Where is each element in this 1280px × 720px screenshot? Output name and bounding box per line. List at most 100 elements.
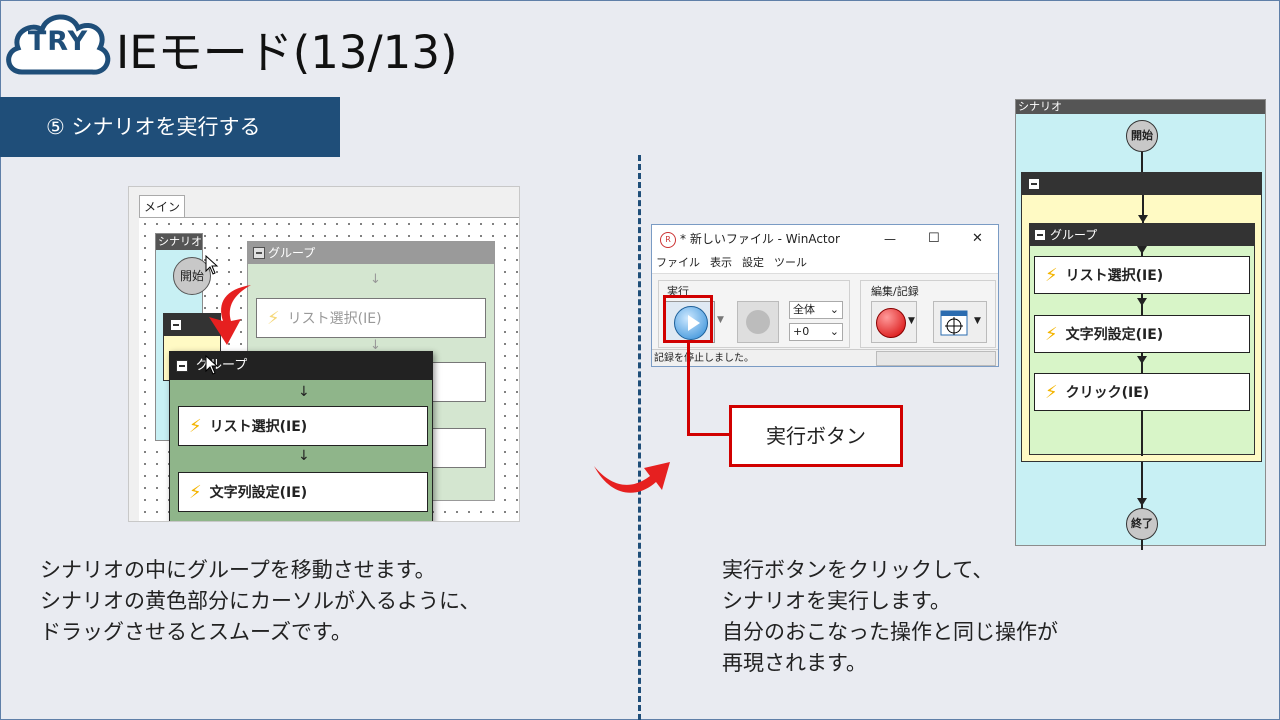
desc-line: 再現されます。 bbox=[722, 651, 867, 675]
run-button-highlight bbox=[663, 295, 713, 343]
stop-icon bbox=[746, 310, 770, 334]
desc-line: シナリオの中にグループを移動させます。 bbox=[40, 558, 436, 582]
inner-group[interactable]: グループ ⚡ リスト選択(IE) ⚡ 文字列設定(IE) ⚡ クリック(IE) bbox=[1029, 223, 1255, 456]
drag-screenshot: メイン シナリオ 開始 グループ ↓ ⚡ リスト選択(IE) ↓ グループ ↓ … bbox=[128, 186, 520, 522]
window-titlebar: R * 新しいファイル - WinActor — ☐ ✕ bbox=[652, 225, 998, 253]
menu-tools[interactable]: ツール bbox=[774, 256, 807, 269]
menu-file[interactable]: ファイル bbox=[656, 256, 700, 269]
click-node[interactable]: ⚡ クリック(IE) bbox=[1034, 373, 1250, 411]
scope-select[interactable]: 全体⌄ bbox=[789, 301, 843, 319]
lightning-icon: ⚡ bbox=[189, 415, 202, 437]
end-node[interactable]: 終了 bbox=[1126, 508, 1158, 540]
node-label: リスト選択(IE) bbox=[287, 311, 382, 327]
lightning-icon: ⚡ bbox=[267, 307, 280, 329]
down-arrow-icon: ↓ bbox=[298, 448, 310, 464]
desc-line: 実行ボタンをクリックして、 bbox=[722, 558, 994, 582]
play-triangle bbox=[688, 315, 700, 331]
dropdown-arrow-icon[interactable]: ▼ bbox=[717, 315, 724, 325]
list-select-node[interactable]: ⚡ リスト選択(IE) bbox=[1034, 256, 1250, 294]
collapse-icon bbox=[253, 247, 265, 259]
window-title: * 新しいファイル - WinActor bbox=[680, 232, 840, 246]
scenario-label: シナリオ bbox=[1016, 100, 1265, 114]
edit-group-label: 編集/記録 bbox=[871, 285, 919, 298]
inner-group-header: グループ bbox=[1030, 224, 1254, 246]
list-select-node[interactable]: ⚡ リスト選択(IE) bbox=[178, 406, 428, 446]
curved-arrow-icon bbox=[594, 462, 670, 493]
dropdown-arrow-icon: ▼ bbox=[908, 316, 915, 326]
start-node[interactable]: 開始 bbox=[173, 257, 211, 295]
outer-group[interactable]: グループ ⚡ リスト選択(IE) ⚡ 文字列設定(IE) ⚡ クリック(IE) bbox=[1021, 172, 1262, 462]
callout-connector bbox=[687, 433, 731, 436]
callout-connector bbox=[687, 343, 690, 435]
left-description: シナリオの中にグループを移動させます。 シナリオの黄色部分にカーソルが入るように… bbox=[40, 555, 480, 648]
collapse-icon[interactable] bbox=[1028, 178, 1040, 190]
arrowhead bbox=[1138, 215, 1148, 223]
step-banner: ⑤ シナリオを実行する bbox=[0, 97, 340, 157]
cloud-badge-icon bbox=[6, 14, 111, 75]
play-icon bbox=[674, 306, 708, 340]
status-bar: 記録を停止しました。 bbox=[652, 349, 998, 366]
start-node[interactable]: 開始 bbox=[1126, 120, 1158, 152]
down-arrow-icon: ↓ bbox=[298, 384, 310, 400]
node-label: 文字列設定(IE) bbox=[1065, 327, 1164, 343]
offset-select[interactable]: +0⌄ bbox=[789, 323, 843, 341]
node-label: クリック(IE) bbox=[1065, 385, 1150, 401]
dragged-group[interactable]: グループ ↓ ⚡ リスト選択(IE) ↓ ⚡ 文字列設定(IE) bbox=[169, 351, 433, 521]
record-button[interactable]: ▼ bbox=[871, 301, 917, 343]
down-arrow-icon: ↓ bbox=[370, 272, 381, 287]
down-arrow-icon: ↓ bbox=[370, 338, 381, 353]
exec-group: 実行 ▼ 全体⌄ +0⌄ bbox=[658, 280, 850, 348]
collapse-icon[interactable] bbox=[170, 319, 182, 331]
collapse-icon[interactable] bbox=[176, 360, 188, 372]
stop-button[interactable] bbox=[737, 301, 779, 343]
arrowhead bbox=[1137, 246, 1147, 254]
target-button[interactable]: ▼ bbox=[933, 301, 987, 343]
minimize-button[interactable]: — bbox=[884, 232, 896, 246]
chevron-down-icon: ⌄ bbox=[829, 303, 839, 316]
close-button[interactable]: ✕ bbox=[972, 231, 983, 246]
run-button[interactable] bbox=[665, 301, 715, 343]
try-badge: TRY bbox=[27, 26, 89, 57]
page-title: IEモード(13/13) bbox=[116, 26, 458, 79]
maximize-button[interactable]: ☐ bbox=[928, 231, 940, 246]
chevron-down-icon: ⌄ bbox=[829, 325, 839, 338]
string-set-node[interactable]: ⚡ 文字列設定(IE) bbox=[178, 472, 428, 512]
desc-line: 自分のおこなった操作と同じ操作が bbox=[722, 620, 1058, 644]
menu-bar: ファイル 表示 設定 ツール bbox=[652, 253, 998, 273]
ghost-group-header: グループ bbox=[248, 242, 494, 264]
scenario-label: シナリオ bbox=[156, 234, 202, 250]
record-icon bbox=[876, 308, 906, 338]
arrowhead bbox=[1137, 356, 1147, 364]
menu-view[interactable]: 表示 bbox=[710, 256, 732, 269]
slot-header bbox=[164, 314, 220, 336]
menu-settings[interactable]: 設定 bbox=[742, 256, 764, 269]
run-button-callout: 実行ボタン bbox=[729, 405, 903, 467]
tab-main[interactable]: メイン bbox=[139, 195, 185, 218]
collapse-icon[interactable] bbox=[1034, 229, 1046, 241]
lightning-icon: ⚡ bbox=[1045, 323, 1058, 345]
section-divider bbox=[638, 155, 641, 720]
outer-group-header bbox=[1022, 173, 1261, 195]
status-text: 記録を停止しました。 bbox=[654, 353, 754, 364]
string-set-node[interactable]: ⚡ 文字列設定(IE) bbox=[1034, 315, 1250, 353]
desc-line: シナリオの黄色部分にカーソルが入るように、 bbox=[40, 589, 481, 613]
scenario-flow: シナリオ 開始 グループ ⚡ リスト選択(IE) ⚡ 文字列設定(IE) ⚡ bbox=[1015, 99, 1266, 550]
exec-group-label: 実行 bbox=[667, 285, 689, 298]
ghost-node: ⚡ リスト選択(IE) bbox=[256, 298, 486, 338]
node-label: 文字列設定(IE) bbox=[209, 485, 308, 501]
target-icon bbox=[940, 310, 968, 336]
edit-record-group: 編集/記録 ▼ ▼ bbox=[860, 280, 996, 348]
dropdown-arrow-icon: ▼ bbox=[974, 316, 981, 326]
node-label: リスト選択(IE) bbox=[1065, 268, 1164, 284]
winactor-window: R * 新しいファイル - WinActor — ☐ ✕ ファイル 表示 設定 … bbox=[651, 224, 999, 367]
status-progress bbox=[876, 351, 996, 366]
lightning-icon: ⚡ bbox=[1045, 264, 1058, 286]
ribbon-toolbar: 実行 ▼ 全体⌄ +0⌄ 編集/記録 ▼ bbox=[652, 273, 998, 350]
desc-line: シナリオを実行します。 bbox=[722, 589, 951, 613]
curved-arrow-icon bbox=[209, 285, 251, 345]
cursor-icon bbox=[205, 355, 219, 375]
arrowhead bbox=[1137, 298, 1147, 306]
lightning-icon: ⚡ bbox=[189, 481, 202, 503]
desc-line: ドラッグさせるとスムーズです。 bbox=[40, 620, 352, 644]
lightning-icon: ⚡ bbox=[1045, 381, 1058, 403]
